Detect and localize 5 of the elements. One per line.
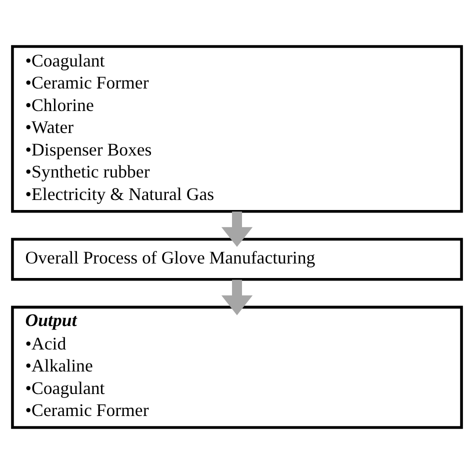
arrow [221, 212, 253, 247]
arrow [221, 280, 253, 316]
node-box: •Coagulant •Ceramic Former •Chlorine •Water •Dispenser Boxes •Synthetic rubber •Electricity & Natural Gas [11, 45, 463, 213]
node-box: Output •Acid •Alkaline •Coagulant •Ceramic Former [11, 306, 463, 429]
node-box: Overall Process of Glove Manufacturing [11, 238, 463, 281]
